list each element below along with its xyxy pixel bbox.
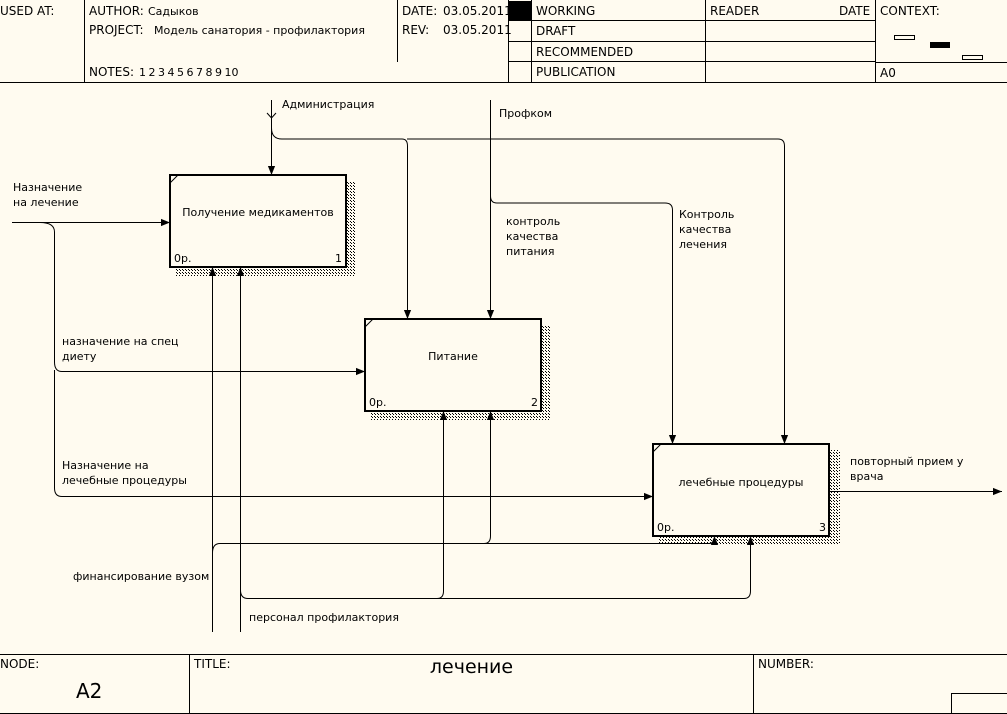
node-label: NODE: (0, 657, 40, 671)
label-nutrition-control-1: контроль (506, 215, 561, 228)
author-label: AUTHOR: (89, 4, 144, 18)
node-value: A2 (76, 679, 103, 703)
arrow-profcom[interactable] (486, 100, 677, 444)
arrow-staff[interactable] (236, 267, 755, 632)
header-frame (0, 0, 1007, 83)
label-treatment-control-3: лечения (679, 238, 728, 251)
label-followup-1: повторный прием у (850, 455, 964, 468)
box1-title: Получение медикаментов (182, 206, 334, 219)
label-referral-1: Назначение (13, 181, 83, 194)
activity-box-2[interactable] (364, 318, 542, 412)
status-publication: PUBLICATION (536, 65, 616, 79)
arrow-university-funding[interactable] (208, 267, 719, 632)
status-draft: DRAFT (536, 24, 576, 38)
box3-title: лечебные процедуры (678, 476, 804, 489)
box3-number: 3 (819, 521, 826, 534)
date-label: DATE: (402, 4, 438, 18)
label-treatment-control-2: качества (679, 223, 732, 236)
notes-label: NOTES: (89, 65, 134, 79)
date-value: 03.05.2011 (443, 4, 512, 18)
diagram-title: лечение (429, 656, 514, 678)
reader-label: READER (710, 4, 760, 18)
label-administration: Администрация (282, 98, 375, 111)
context-node: A0 (880, 66, 896, 80)
rev-label: REV: (402, 23, 430, 37)
box2-title: Питание (428, 350, 478, 363)
label-university-funding: финансирование вузом (73, 570, 210, 583)
activity-box-3[interactable] (652, 443, 830, 537)
label-procedures-referral-2: лечебные процедуры (62, 474, 187, 487)
context-thumbnail (894, 35, 983, 60)
label-profcom: Профком (499, 107, 553, 120)
notes-value: 1 2 3 4 5 6 7 8 9 10 (139, 66, 239, 79)
number-label: NUMBER: (758, 657, 814, 671)
context-label: CONTEXT: (880, 4, 940, 18)
status-recommended: RECOMMENDED (536, 45, 634, 59)
box1-number: 1 (335, 252, 342, 265)
author-value: Садыков (148, 5, 199, 18)
label-nutrition-control-2: качества (506, 230, 559, 243)
activity-box-1[interactable] (169, 174, 347, 268)
label-diet-referral-1: назначение на спец (62, 335, 179, 348)
box1-cost: 0р. (174, 252, 192, 265)
status-working: WORKING (536, 4, 596, 18)
label-referral-2: на лечение (13, 196, 79, 209)
arrow-administration[interactable] (266, 100, 789, 444)
label-treatment-control-1: Контроль (679, 208, 735, 221)
project-label: PROJECT: (89, 23, 144, 37)
rev-value: 03.05.2011 (443, 23, 512, 37)
label-staff: персонал профилактория (249, 611, 399, 624)
reader-date-label: DATE (839, 4, 871, 18)
title-label: TITLE: (194, 657, 231, 671)
label-procedures-referral-1: Назначение на (62, 459, 149, 472)
label-followup-2: врача (850, 470, 884, 483)
working-status-marker (509, 1, 531, 20)
label-nutrition-control-3: питания (506, 245, 555, 258)
label-diet-referral-2: диету (62, 350, 97, 363)
box2-cost: 0р. (369, 396, 387, 409)
project-value: Модель санатория - профилактория (154, 24, 365, 37)
box2-number: 2 (531, 396, 538, 409)
box3-cost: 0р. (657, 521, 675, 534)
used-at-label: USED AT: (0, 4, 55, 18)
arrow-referral[interactable] (12, 218, 653, 501)
